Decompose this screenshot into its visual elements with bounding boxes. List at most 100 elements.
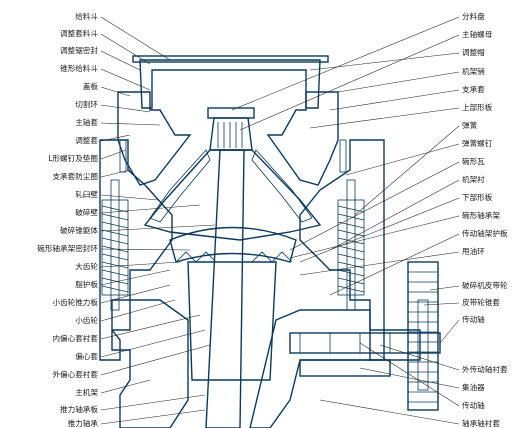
leader-line xyxy=(299,251,460,276)
leader-line xyxy=(100,314,201,340)
leader-line xyxy=(100,344,211,376)
frame-right xyxy=(299,139,385,361)
label-left: 切割环 xyxy=(75,99,98,109)
label-right: 集油器 xyxy=(462,382,485,392)
label-right: 下部形板 xyxy=(462,192,493,202)
label-right: 外传动轴衬套 xyxy=(462,364,508,374)
leader-line xyxy=(100,269,171,286)
leader-line xyxy=(319,399,460,425)
hopper-rim xyxy=(132,55,329,63)
main-shaft-nut xyxy=(209,117,253,151)
leader-line xyxy=(100,134,131,142)
label-right: 分料盘 xyxy=(462,11,485,21)
label-left: 主机架 xyxy=(75,387,98,397)
main-frame-lower xyxy=(111,299,189,428)
leader-line xyxy=(100,248,191,251)
leader-line xyxy=(239,34,460,131)
leader-line xyxy=(100,409,206,425)
crushing-cone xyxy=(143,149,322,241)
leader-line xyxy=(309,52,460,71)
leader-line xyxy=(100,104,151,113)
label-right: 碗形瓦 xyxy=(462,156,485,166)
leader-line xyxy=(100,224,216,232)
label-right: 传动轴架护板 xyxy=(462,228,508,238)
leader-line xyxy=(299,197,460,263)
label-left: 脂护板 xyxy=(75,279,98,289)
frame-left xyxy=(99,139,173,361)
label-left: 碗形轴承架密封环 xyxy=(37,243,98,253)
label-right: 机架销 xyxy=(462,66,485,76)
crusher-pulley xyxy=(407,261,439,411)
label-left: 内偏心套衬套 xyxy=(52,333,98,343)
label-right: 调整帽 xyxy=(462,47,485,57)
label-left: 外偏心套衬套 xyxy=(52,369,98,379)
label-left: 盖板 xyxy=(83,81,99,91)
leader-line xyxy=(100,122,161,126)
label-right: 皮带轮锥套 xyxy=(462,297,500,307)
leader-line xyxy=(423,302,460,306)
leader-line xyxy=(345,143,460,176)
leader-line xyxy=(100,86,131,97)
leader-line xyxy=(100,284,171,304)
leader-line xyxy=(100,169,131,178)
label-right: 支承套 xyxy=(462,84,485,94)
leader-line xyxy=(100,329,206,358)
leader-line xyxy=(100,379,151,394)
leader-line xyxy=(100,194,159,201)
leader-line xyxy=(337,71,460,93)
labels-right: 分料盘 主轴螺母 调整帽 机架销 支承套 上部形板 弹簧 弹簧螺钉 碗形瓦 机架… xyxy=(462,11,508,428)
label-left: 锥形给料斗 xyxy=(60,63,98,73)
leader-line xyxy=(429,285,460,291)
label-left: 破碎壁 xyxy=(75,207,98,217)
label-left: L形螺钉及垫圈 xyxy=(48,153,98,163)
label-right: 轴承轴衬套 xyxy=(462,418,500,428)
label-left: 调整套 xyxy=(75,135,98,145)
concave-liner xyxy=(251,149,313,223)
oil-collector xyxy=(299,359,391,377)
leader-line xyxy=(289,215,460,259)
label-right: 机架衬 xyxy=(462,174,485,184)
leader-line xyxy=(100,149,127,160)
leader-line xyxy=(329,179,460,251)
feed-hopper xyxy=(139,59,321,109)
drive-shaft xyxy=(289,332,441,354)
adjusting-cap-right xyxy=(266,91,339,186)
label-left: 小齿轮 xyxy=(75,315,98,325)
label-left: 调整套料斗 xyxy=(60,28,98,38)
crusher-drawing xyxy=(99,55,441,428)
bowl-bearing xyxy=(169,226,297,263)
eccentric-bushing xyxy=(187,261,277,381)
leader-line xyxy=(100,33,151,65)
mantle-liner xyxy=(149,149,211,223)
leader-line xyxy=(100,50,141,71)
label-left: 主轴套 xyxy=(75,117,98,127)
label-right: 传动轴 xyxy=(462,314,485,324)
labels-left: 给料斗 调整套料斗 调整锯密封 锥形给料斗 盖板 切割环 主轴套 调整套 L形螺… xyxy=(37,11,98,428)
main-frame-lower-right xyxy=(249,309,421,428)
label-left: 调整锯密封 xyxy=(60,45,98,55)
leader-line xyxy=(309,107,460,129)
label-left: 给料斗 xyxy=(75,11,98,21)
label-right: 弹簧 xyxy=(462,120,478,130)
leader-lines-right xyxy=(231,16,460,425)
leader-line xyxy=(100,204,201,214)
label-left: 大齿轮 xyxy=(75,261,98,271)
label-left: 轧臼壁 xyxy=(75,189,98,199)
label-right: 弹簧螺钉 xyxy=(462,138,493,148)
label-left: 破碎锥躯体 xyxy=(60,225,98,235)
leader-line xyxy=(100,299,176,322)
leader-line xyxy=(359,342,460,407)
frame-pin-left xyxy=(119,139,127,173)
label-right: 上部形板 xyxy=(462,102,493,112)
leader-lines-left xyxy=(100,16,216,425)
label-right: 碗形轴承架 xyxy=(462,210,500,220)
leader-line xyxy=(100,261,181,268)
leader-line xyxy=(100,394,206,411)
spring-left xyxy=(101,179,129,311)
leader-line xyxy=(439,319,460,344)
main-shaft xyxy=(205,149,245,428)
frame-pin-right xyxy=(339,139,347,173)
adjusting-cap-left xyxy=(117,91,192,186)
